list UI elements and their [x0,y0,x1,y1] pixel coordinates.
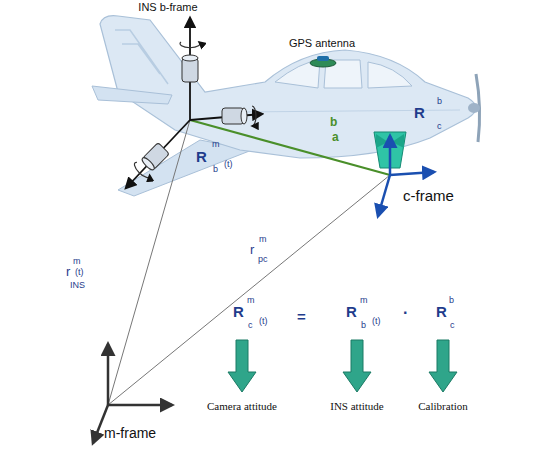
math-symbol: R [436,304,447,319]
subscript: c [248,321,253,330]
subscript: b [213,165,218,174]
superscript: m [247,296,255,305]
mapping-m-frame [93,344,172,443]
math-symbol: r [249,243,255,256]
math-symbol: R [196,149,207,164]
time-argument: (t) [75,268,84,277]
superscript: b [437,97,442,106]
superscript: m [258,235,268,244]
frame-label: c-frame [403,188,454,203]
ins-b-frame [126,18,262,188]
time-argument: (t) [224,160,233,169]
lever-arm-label: b [330,116,337,128]
math-symbol: R [346,304,357,319]
subscript: INS [70,281,85,290]
frame-label: m-frame [104,426,156,440]
math-symbol: R [233,304,244,319]
camera-c-frame [378,136,434,216]
math-symbol: r [66,265,70,278]
subscript: c [450,321,455,330]
lever-arm-label: a [332,131,339,143]
equals-sign: = [297,309,306,324]
airplane [92,16,480,196]
time-argument: (t) [372,317,381,326]
equation-arrows [228,340,457,392]
math-symbol: R [414,105,425,120]
superscript: m [73,257,81,266]
subscript: pc [257,255,269,264]
camera-position-line [108,175,390,405]
lever-arm [190,120,390,175]
caption-label: Camera attitude [207,401,277,412]
product-dot: · [403,305,408,321]
part-label: GPS antenna [289,38,355,49]
superscript: m [360,296,368,305]
superscript: b [449,296,454,305]
subscript: b [361,321,366,330]
superscript: m [212,140,220,149]
subscript: c [437,122,442,131]
ins-position-line [108,120,190,405]
caption-label: Calibration [418,401,468,412]
frame-label: INS b-frame [138,2,197,13]
caption-label: INS attitude [330,401,383,412]
time-argument: (t) [259,317,268,326]
